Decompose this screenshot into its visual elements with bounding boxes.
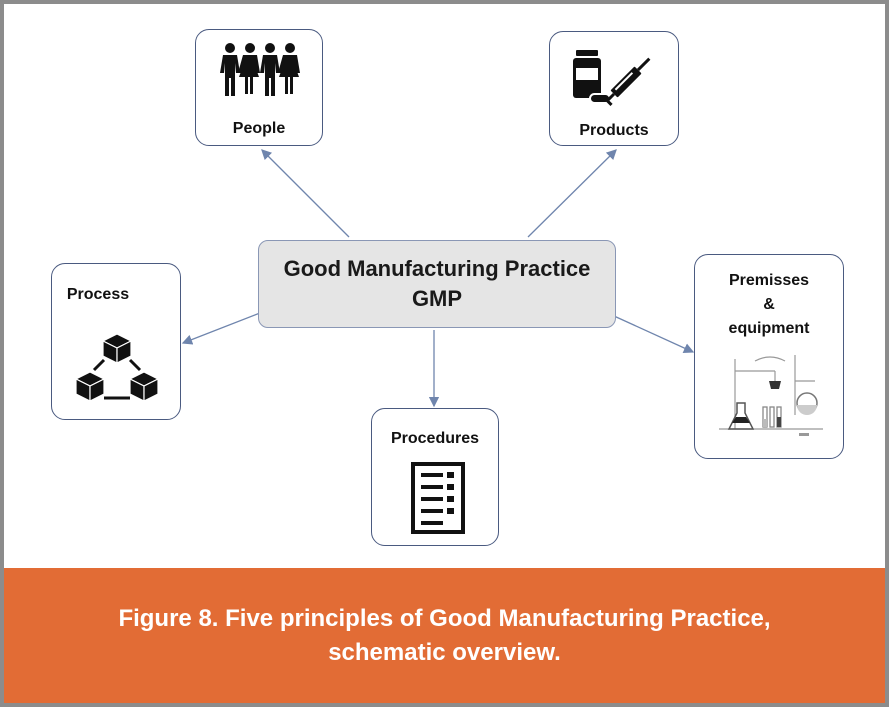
premises-box: Premisses & equipment	[694, 254, 844, 459]
arrow-to-premises	[613, 315, 695, 353]
arrow-to-people	[261, 149, 350, 238]
medicine-syringe-icon	[573, 50, 651, 106]
figure-frame: People Products	[4, 4, 885, 703]
gmp-diagram: People Products	[4, 4, 885, 568]
procedures-label: Procedures	[390, 430, 480, 447]
people-label: People	[232, 120, 286, 137]
center-gmp-box: Good Manufacturing Practice GMP	[258, 240, 616, 328]
procedures-box: Procedures	[371, 408, 499, 546]
arrow-to-process	[181, 312, 261, 345]
premises-label: Premisses & equipment	[728, 272, 810, 337]
caption-line-2: schematic overview.	[328, 638, 561, 666]
people-box: People	[195, 29, 323, 146]
figure-caption: Figure 8. Five principles of Good Manufa…	[4, 568, 885, 703]
connected-cubes-icon	[74, 333, 160, 402]
products-label: Products	[579, 122, 649, 139]
people-icon	[220, 43, 300, 96]
process-box: Process	[51, 263, 181, 420]
center-subtitle: GMP	[411, 286, 463, 311]
lab-equipment-icon	[719, 355, 823, 436]
products-box: Products	[549, 31, 679, 146]
process-label: Process	[66, 286, 130, 303]
caption-line-1: Figure 8. Five principles of Good Manufa…	[118, 604, 771, 632]
connector-arrows	[181, 149, 695, 408]
checklist-icon	[411, 462, 465, 534]
center-title: Good Manufacturing Practice	[283, 256, 591, 281]
arrow-to-products	[527, 149, 617, 238]
